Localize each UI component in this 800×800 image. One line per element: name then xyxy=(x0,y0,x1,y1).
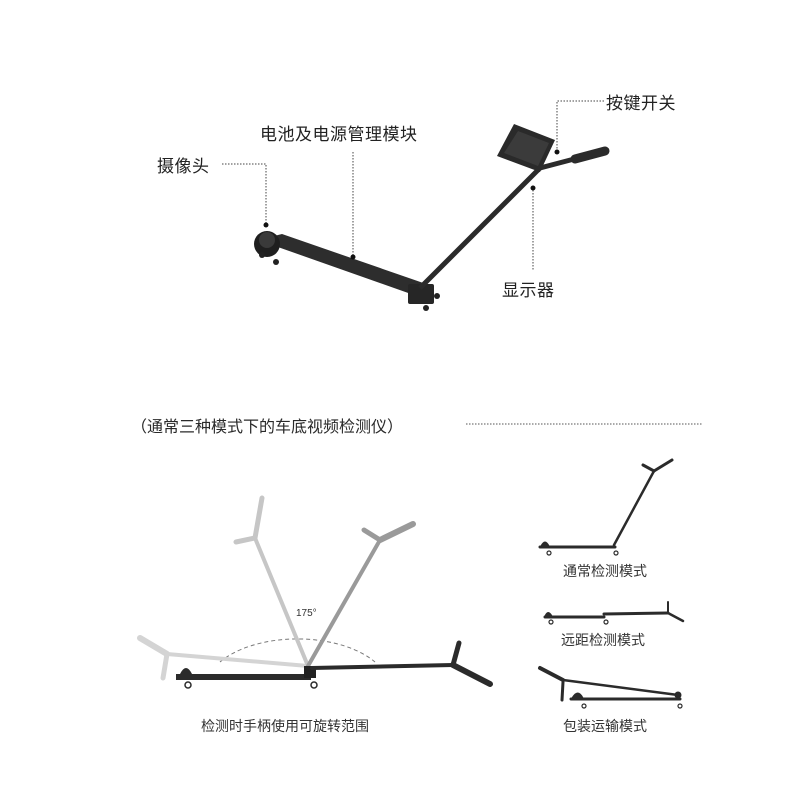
angle-label: 175° xyxy=(296,608,317,619)
camera-label: 摄像头 xyxy=(157,157,210,177)
modes-section-heading: （通常三种模式下的车底视频检测仪） xyxy=(131,417,404,436)
mode-packing-caption: 包装运输模式 xyxy=(563,719,647,735)
rotation-caption: 检测时手柄使用可旋转范围 xyxy=(201,719,369,735)
mode-far-illustration xyxy=(543,601,685,625)
battery-module-label: 电池及电源管理模块 xyxy=(260,125,418,145)
mode-packing-illustration xyxy=(538,666,683,709)
mode-normal-illustration xyxy=(538,458,674,556)
mode-far-caption: 远距检测模式 xyxy=(561,633,645,649)
device-illustration xyxy=(254,124,610,311)
rotation-diagram: 175° xyxy=(137,495,493,689)
leader-dots xyxy=(263,149,560,260)
mode-normal-caption: 通常检测模式 xyxy=(563,564,647,580)
display-label: 显示器 xyxy=(502,281,555,301)
button-switch-label: 按键开关 xyxy=(606,94,676,114)
leader-lines xyxy=(222,100,604,270)
